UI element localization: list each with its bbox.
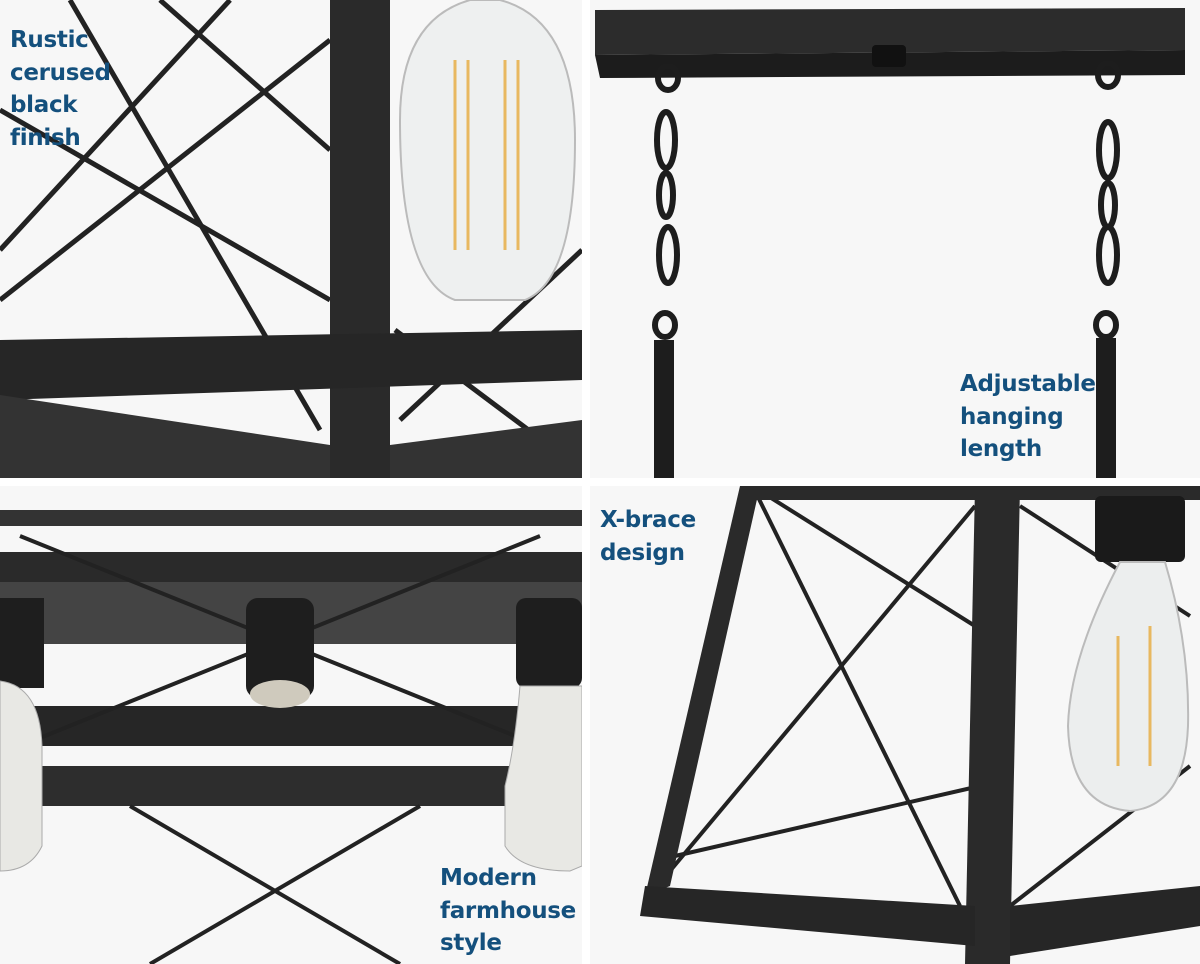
caption-line: Modern — [440, 865, 537, 891]
caption-line: cerused — [10, 59, 111, 86]
underside-illustration — [0, 510, 582, 964]
caption-hanging-length: Adjustable hanging length — [960, 368, 1096, 466]
caption-farmhouse-style: Modern farmhouse style — [440, 862, 576, 960]
caption-line: X-brace — [600, 507, 696, 533]
caption-line: design — [600, 539, 685, 566]
photo-finish-detail: Rustic cerused black finish — [0, 0, 582, 478]
photo-canopy-chains: Adjustable hanging length — [590, 0, 1200, 478]
caption-finish: Rustic cerused black finish — [10, 24, 111, 154]
photo-x-brace: X-brace design — [590, 486, 1200, 964]
caption-line: farmhouse — [440, 897, 576, 924]
caption-line: hanging — [960, 403, 1064, 430]
photo-underside-sockets: Modern farmhouse style — [0, 486, 582, 964]
caption-line: length — [960, 436, 1042, 462]
fixture-frame-illustration — [0, 0, 582, 478]
caption-x-brace: X-brace design — [600, 504, 696, 569]
caption-line: Adjustable — [960, 371, 1096, 397]
x-brace-illustration — [640, 486, 1200, 964]
caption-line: Rustic — [10, 27, 89, 53]
caption-line: black — [10, 92, 78, 118]
caption-line: style — [440, 930, 502, 956]
canopy-chain-illustration — [595, 8, 1185, 478]
caption-line: finish — [10, 124, 81, 151]
